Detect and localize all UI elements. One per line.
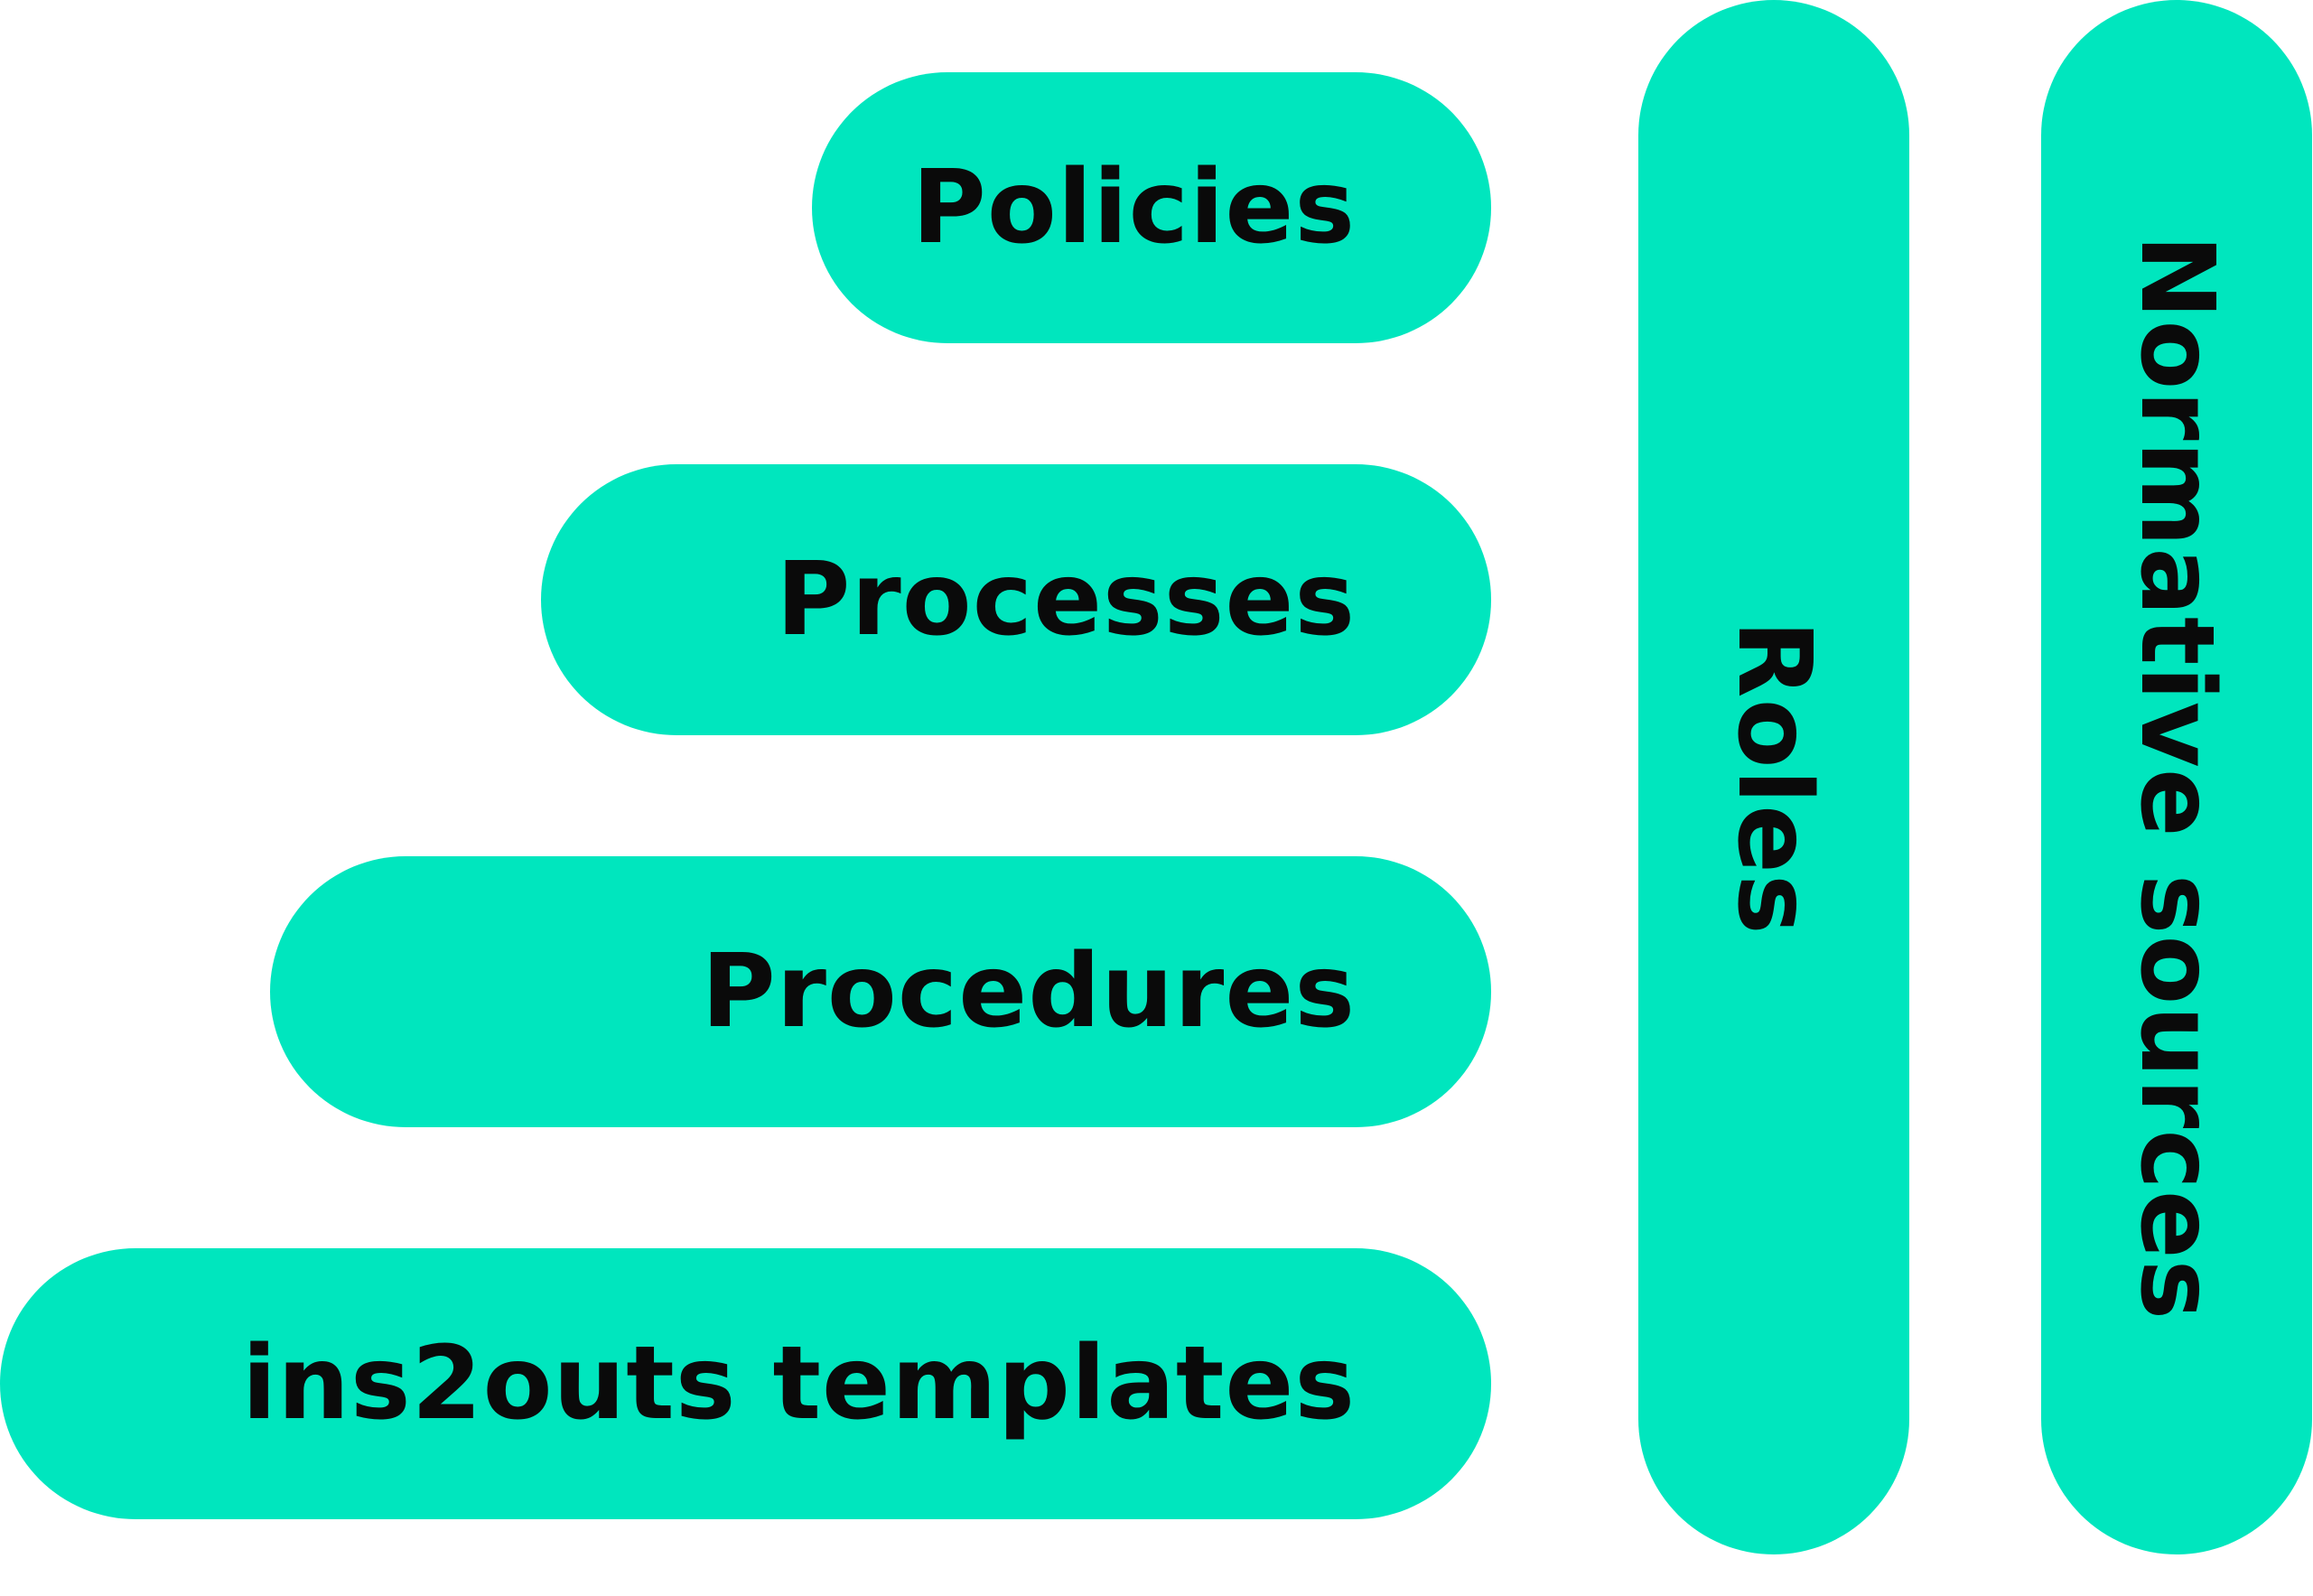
pill-label-policies: Policies <box>911 149 1356 266</box>
pill-policies: Policies <box>812 72 1491 343</box>
pill-label-ins2outs-templates: ins2outs templates <box>241 1325 1356 1442</box>
pill-roles: Roles <box>1638 0 1909 1554</box>
pill-procedures: Procedures <box>270 856 1491 1127</box>
pill-processes: Processes <box>541 464 1491 735</box>
pill-label-procedures: Procedures <box>701 933 1356 1050</box>
pill-label-normative-sources: Normative sources <box>2118 234 2235 1321</box>
pill-normative-sources: Normative sources <box>2041 0 2312 1554</box>
pill-ins2outs-templates: ins2outs templates <box>0 1248 1491 1519</box>
pill-label-roles: Roles <box>1715 619 1833 936</box>
pill-label-processes: Processes <box>776 541 1356 658</box>
